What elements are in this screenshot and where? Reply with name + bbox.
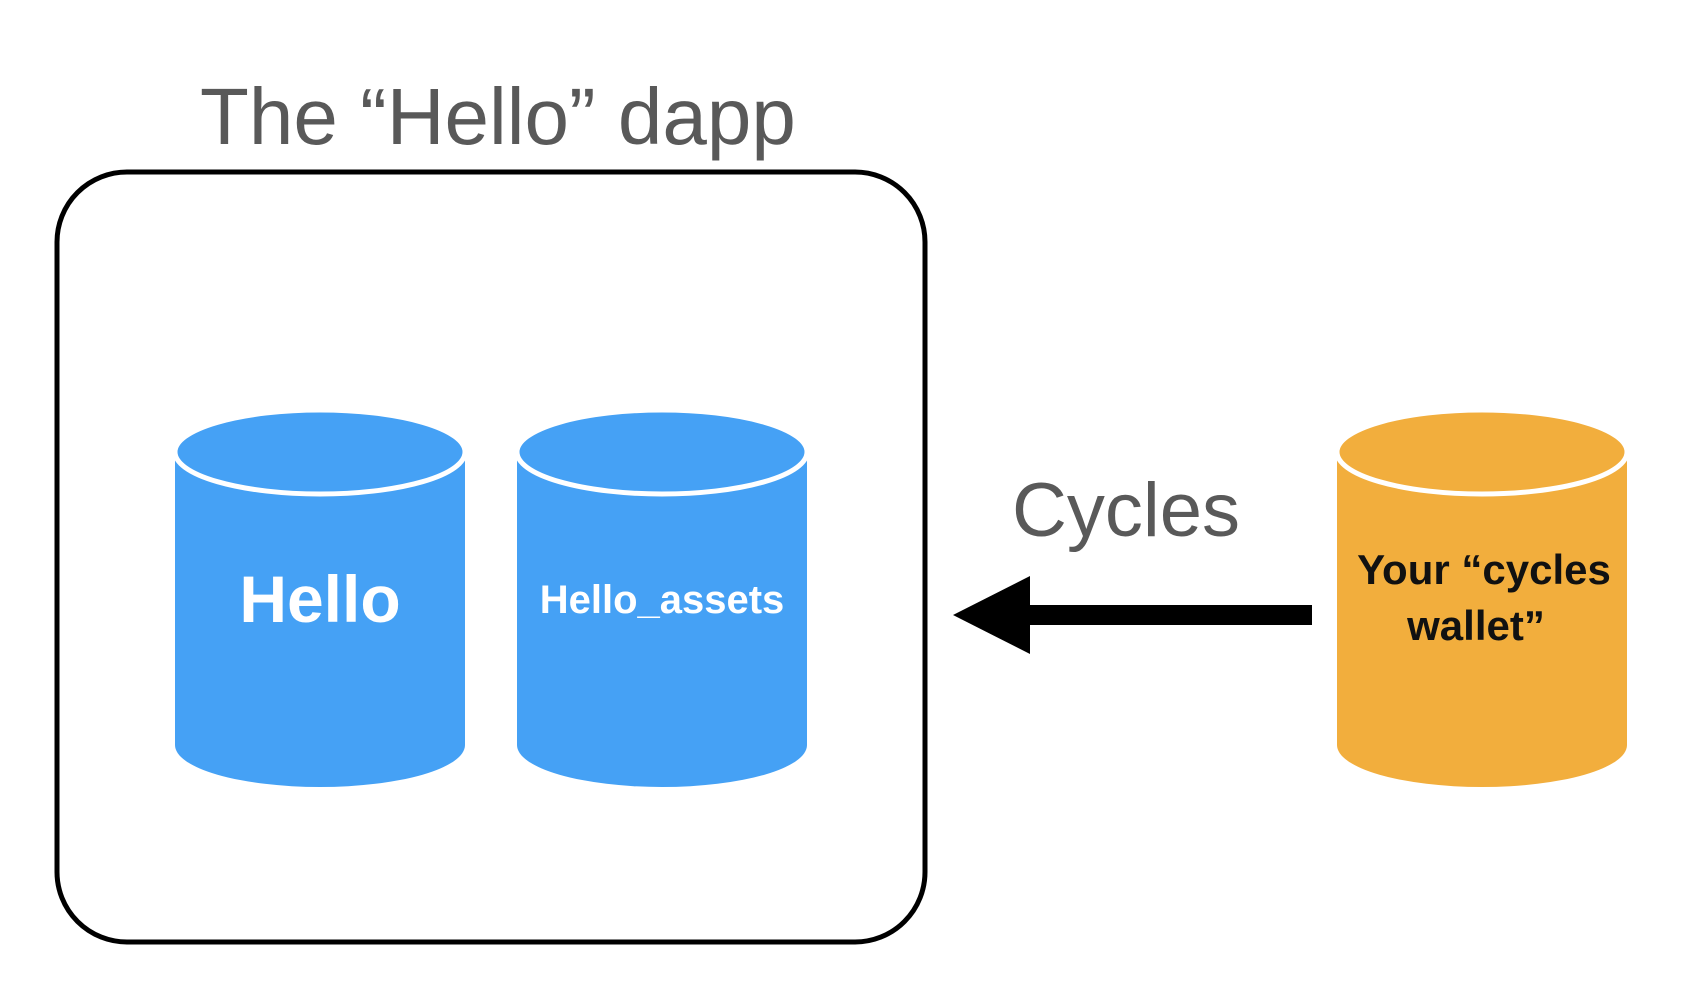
wallet-label-line2: wallet” bbox=[1406, 602, 1545, 649]
cycles-arrow bbox=[953, 576, 1312, 654]
hello-cylinder-top bbox=[172, 407, 468, 497]
wallet-cylinder-top bbox=[1334, 407, 1630, 497]
hello-assets-cylinder-top bbox=[514, 407, 810, 497]
wallet-cylinder-body bbox=[1337, 452, 1627, 787]
hello-cylinder-body bbox=[175, 452, 465, 787]
hello-assets-label: Hello_assets bbox=[540, 578, 785, 622]
hello-canister: Hello bbox=[172, 407, 468, 787]
wallet-canister: Your “cycles wallet” bbox=[1334, 407, 1630, 787]
hello-label: Hello bbox=[239, 562, 400, 636]
dapp-title: The “Hello” dapp bbox=[200, 72, 796, 161]
hello-assets-canister: Hello_assets bbox=[514, 407, 810, 787]
wallet-label-line1: Your “cycles bbox=[1357, 546, 1611, 593]
hello-assets-cylinder-body bbox=[517, 452, 807, 787]
arrow-head bbox=[953, 576, 1030, 654]
cycles-label: Cycles bbox=[1012, 468, 1240, 553]
dapp-frame bbox=[54, 169, 928, 945]
arrow-shaft bbox=[1025, 605, 1312, 625]
